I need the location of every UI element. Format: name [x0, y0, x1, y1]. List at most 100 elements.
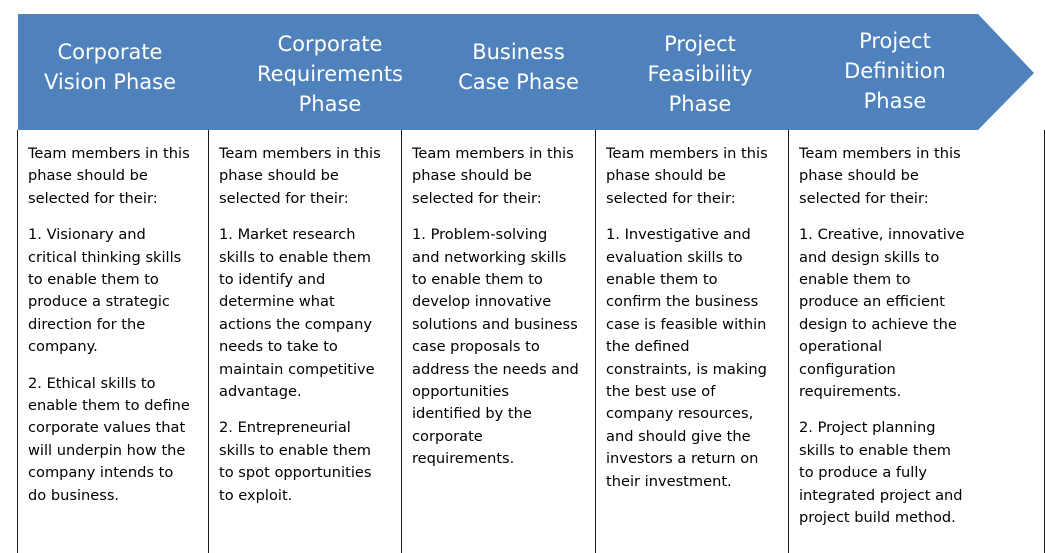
- skill-item-line: skills to enable them: [219, 441, 372, 459]
- phase-arrow: [398, 14, 650, 130]
- skill-item-line: requirements.: [799, 383, 902, 401]
- skill-item-line: company.: [28, 338, 98, 356]
- intro-text: Team members in this phase should be selec…: [412, 143, 585, 210]
- skill-item-line: 2. Ethical skills to: [28, 374, 156, 392]
- phase-column: Team members in this phase should be selec…: [208, 130, 401, 553]
- skill-item-line: to enable them to: [412, 271, 543, 289]
- skill-item-line: 1. Investigative and: [606, 226, 751, 244]
- skill-item-line: constraints, is making: [606, 360, 767, 378]
- skill-item-line: enable them to: [606, 271, 718, 289]
- phase-arrows: [18, 14, 1034, 130]
- phase-title-line: Phase: [863, 89, 927, 113]
- skill-item-line: corporate values that: [28, 419, 186, 437]
- skill-item-line: produce an efficient: [799, 293, 945, 311]
- intro-line: selected for their:: [219, 189, 349, 207]
- skill-item-line: address the needs and: [412, 360, 579, 378]
- phase-title-line: Project: [664, 32, 736, 56]
- skill-item-line: and networking skills: [412, 248, 567, 266]
- skill-item-line: skills to enable them: [799, 441, 952, 459]
- phase-description: Team members in this phase should be selec…: [596, 130, 788, 493]
- intro-line: selected for their:: [799, 189, 929, 207]
- phase-title-line: Case Phase: [458, 70, 579, 94]
- skill-item-line: 2. Project planning: [799, 419, 936, 437]
- phase-arrow: [18, 14, 262, 130]
- skill-item-line: to exploit.: [219, 486, 293, 504]
- skill-item-line: corporate: [412, 427, 483, 445]
- skill-item-line: configuration: [799, 360, 896, 378]
- skill-item-line: case proposals to: [412, 338, 540, 356]
- skill-item-line: to spot opportunities: [219, 464, 372, 482]
- skill-item-line: actions the company: [219, 315, 373, 333]
- phase-title-line: Corporate: [57, 40, 163, 64]
- skill-item-line: evaluation skills to: [606, 248, 743, 266]
- skill-item: 1. Market research skills to enable them t…: [219, 224, 391, 403]
- intro-line: phase should be: [606, 167, 726, 185]
- skill-item-line: to identify and: [219, 271, 326, 289]
- intro-line: selected for their:: [606, 189, 736, 207]
- skill-item-line: will underpin how the: [28, 441, 186, 459]
- skill-item: 1. Problem-solving and networking skills t…: [412, 224, 585, 470]
- intro-line: Team members in this: [219, 145, 381, 162]
- skill-item-line: and design skills to: [799, 248, 940, 266]
- skill-item-line: skills to enable them: [219, 248, 372, 266]
- skill-item-line: opportunities: [412, 383, 510, 401]
- intro-line: selected for their:: [412, 189, 542, 207]
- skill-item-line: the defined: [606, 338, 690, 356]
- skill-item: 1. Visionary and critical thinking skills…: [28, 224, 198, 358]
- phase-column: Team members in this phase should be selec…: [401, 130, 595, 553]
- phase-arrow: [592, 14, 843, 130]
- intro-line: phase should be: [412, 167, 532, 185]
- skill-item-line: enable them to: [799, 271, 911, 289]
- skill-item-line: enable them to define: [28, 397, 190, 415]
- skill-item: 2. Entrepreneurial skills to enable them t…: [219, 417, 391, 507]
- phase-title-line: Feasibility: [647, 62, 753, 86]
- skill-item-line: 1. Creative, innovative: [799, 226, 965, 244]
- skill-item: 1. Creative, innovative and design skills…: [799, 224, 1034, 403]
- phase-arrow: [786, 14, 1034, 130]
- skill-item-line: to enable them to: [28, 271, 159, 289]
- intro-line: selected for their:: [28, 189, 158, 207]
- intro-line: Team members in this: [799, 145, 961, 162]
- skill-item-line: 2. Entrepreneurial: [219, 419, 351, 437]
- skill-item-line: produce a strategic: [28, 293, 170, 311]
- skill-item-line: develop innovative: [412, 293, 552, 311]
- phase-description: Team members in this phase should be selec…: [402, 130, 595, 471]
- phase-arrow: [205, 14, 456, 130]
- skill-item-line: company resources,: [606, 405, 754, 423]
- phase-title-line: Vision Phase: [43, 70, 177, 94]
- skill-item-line: confirm the business: [606, 293, 759, 311]
- intro-line: Team members in this: [412, 145, 574, 162]
- skill-item-line: do business.: [28, 486, 120, 504]
- skill-item-line: 1. Market research: [219, 226, 356, 244]
- phase-column: Team members in this phase should be selec…: [595, 130, 788, 553]
- intro-line: phase should be: [219, 167, 339, 185]
- phase-title-line: Project: [859, 29, 931, 53]
- skill-item-line: the best use of: [606, 383, 716, 401]
- skill-item-line: 1. Problem-solving: [412, 226, 548, 244]
- phase-title-line: Corporate: [277, 32, 383, 56]
- phase-description: Team members in this phase should be selec…: [209, 130, 401, 507]
- skill-item-line: needs to take to: [219, 338, 338, 356]
- skill-item-line: investors a return on: [606, 450, 759, 468]
- skill-item-line: 1. Visionary and: [28, 226, 146, 244]
- intro-line: phase should be: [28, 167, 148, 185]
- intro-text: Team members in this phase should be selec…: [219, 143, 391, 210]
- phase-title-line: Requirements: [257, 62, 403, 86]
- skill-item-line: requirements.: [412, 450, 515, 468]
- skill-item-line: and should give the: [606, 427, 751, 445]
- skill-item-line: critical thinking skills: [28, 248, 182, 266]
- skill-item-line: solutions and business: [412, 315, 578, 333]
- phase-title-line: Phase: [668, 92, 732, 116]
- intro-line: Team members in this: [606, 145, 768, 162]
